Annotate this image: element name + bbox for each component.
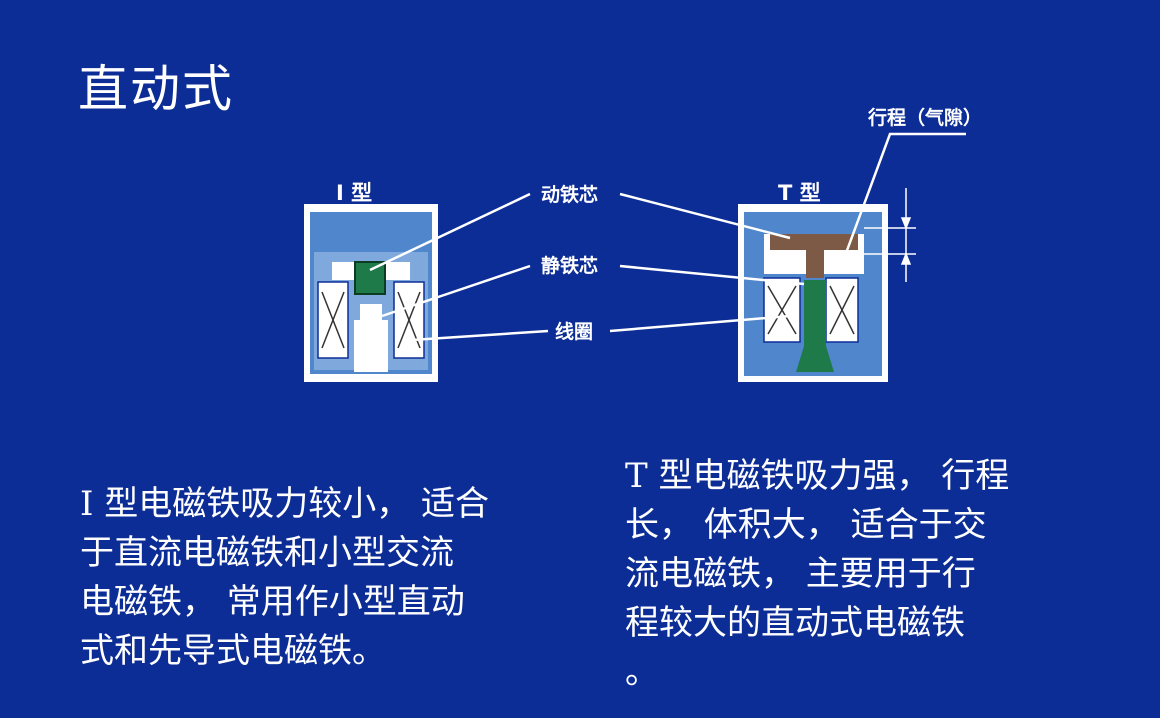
- i-type-description: I 型电磁铁吸力较小， 适合 于直流电磁铁和小型交流 电磁铁， 常用作小型直动 …: [80, 480, 550, 676]
- i-type-moving-core: [354, 261, 386, 295]
- stroke-dimension: [864, 188, 916, 282]
- leader-static-core-t: [619, 264, 805, 286]
- i-type-solenoid: I 型: [304, 181, 438, 382]
- page-title: 直动式: [78, 60, 234, 118]
- t-type-moving-core: [770, 234, 858, 278]
- label-coil: 线圈: [555, 320, 593, 343]
- i-type-description-line: I 型电磁铁吸力较小， 适合: [80, 484, 490, 524]
- t-type-description-line: 。: [625, 652, 659, 692]
- t-type-description-line: 长， 体积大， 适合于交: [625, 505, 987, 545]
- leader-moving-core-i: [369, 192, 531, 272]
- t-type-label: T 型: [778, 181, 821, 205]
- t-type-description-line: 程较大的直动式电磁铁: [625, 603, 965, 643]
- label-moving-core: 动铁芯: [541, 183, 598, 206]
- t-type-solenoid: T 型: [738, 181, 888, 382]
- leader-coil-i: [411, 329, 549, 342]
- leader-static-core-i: [381, 264, 531, 318]
- t-type-description: T 型电磁铁吸力强， 行程 长， 体积大， 适合于交 流电磁铁， 主要用于行 程…: [625, 452, 1065, 697]
- t-type-description-line: T 型电磁铁吸力强， 行程: [625, 456, 1010, 496]
- leader-coil-t: [609, 314, 791, 333]
- i-type-static-core: [354, 304, 388, 372]
- i-type-label: I 型: [336, 181, 372, 205]
- i-type-description-line: 于直流电磁铁和小型交流: [80, 533, 454, 573]
- label-static-core: 静铁芯: [541, 254, 598, 277]
- label-stroke: 行程（气隙）: [867, 106, 982, 129]
- leader-stroke: [840, 132, 966, 265]
- t-type-description-line: 流电磁铁， 主要用于行: [625, 554, 976, 594]
- i-type-description-line: 式和先导式电磁铁。: [80, 631, 386, 671]
- t-type-static-core: [796, 280, 834, 372]
- leader-moving-core-t: [619, 192, 791, 240]
- i-type-description-line: 电磁铁， 常用作小型直动: [80, 582, 465, 622]
- leader-lines: [369, 132, 966, 342]
